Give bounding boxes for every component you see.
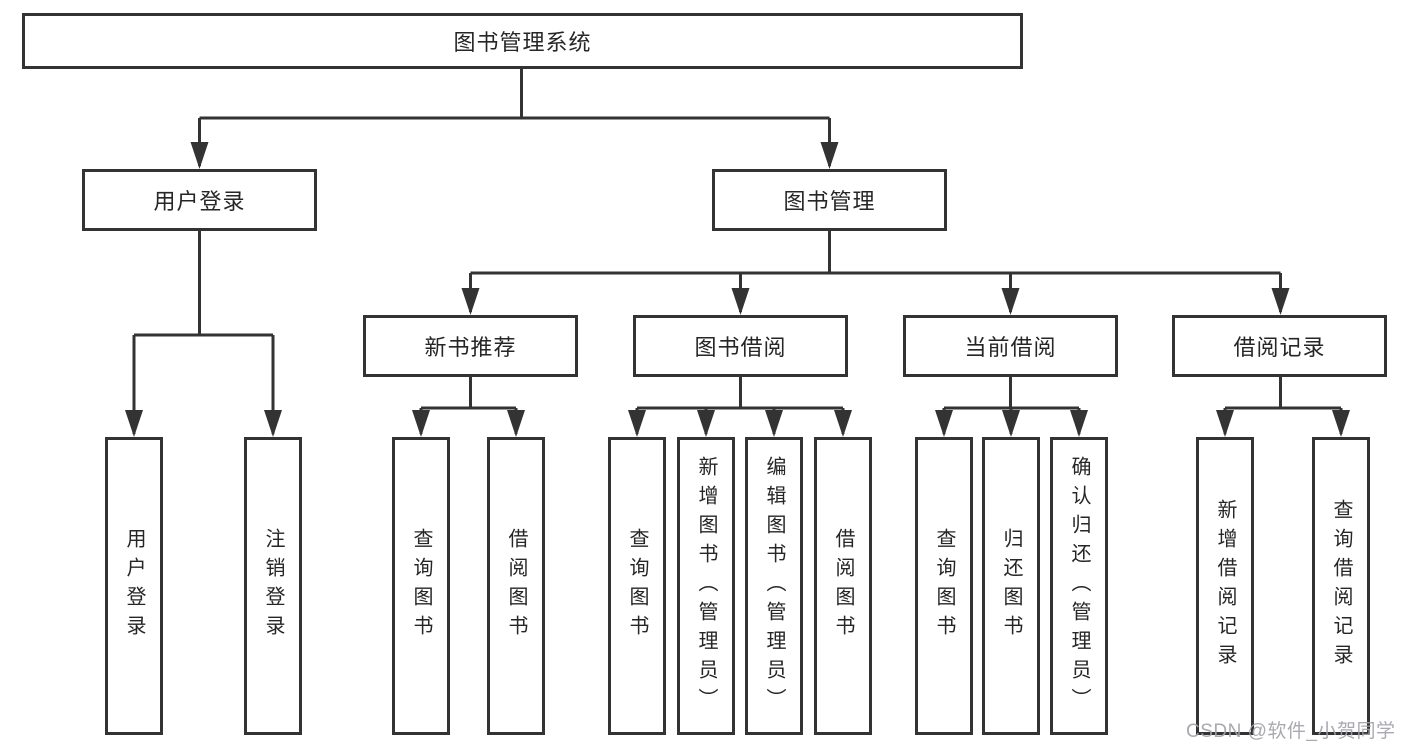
leaf-query-books-borrow: 查询图书 [608, 437, 666, 735]
connector-userlogin-to-leaves [132, 231, 275, 434]
leaf-logout: 注销登录 [244, 437, 302, 735]
arrowhead [1002, 410, 1020, 437]
node-current-borrow: 当前借阅 [903, 315, 1118, 377]
leaf-user-login-label: 用户登录 [123, 528, 145, 644]
arrowhead [1216, 410, 1234, 437]
leaf-query-books-recommend-label: 查询图书 [410, 528, 432, 644]
node-new-book-recommend-label: 新书推荐 [424, 335, 517, 360]
leaf-user-login: 用户登录 [105, 437, 163, 735]
arrowhead [765, 410, 783, 437]
leaf-add-borrow-record-label: 新增借阅记录 [1214, 499, 1236, 673]
node-borrow-records-label: 借阅记录 [1233, 335, 1326, 360]
leaf-confirm-return-admin: 确认归还（管理员） [1050, 437, 1108, 735]
arrowhead [935, 410, 953, 437]
leaf-logout-label: 注销登录 [262, 528, 284, 644]
leaf-borrow-books-recommend-label: 借阅图书 [505, 528, 527, 644]
arrowhead [1332, 410, 1350, 437]
arrowhead [697, 410, 715, 437]
node-book-management-label: 图书管理 [783, 189, 876, 214]
leaf-add-borrow-record: 新增借阅记录 [1196, 437, 1254, 735]
arrowhead [190, 142, 209, 169]
arrowhead [834, 410, 852, 437]
leaf-query-books-borrow-label: 查询图书 [626, 528, 648, 644]
arrowhead [820, 142, 839, 169]
node-user-login-label: 用户登录 [153, 189, 246, 214]
leaf-query-books-current-label: 查询图书 [933, 528, 955, 644]
arrowheads [125, 142, 1350, 437]
leaf-add-books-admin: 新增图书（管理员） [677, 437, 735, 735]
arrowhead [1001, 288, 1020, 315]
node-current-borrow-label: 当前借阅 [964, 335, 1057, 360]
arrowhead [412, 410, 430, 437]
arrowhead [507, 410, 525, 437]
node-book-borrow-label: 图书借阅 [694, 335, 787, 360]
leaf-borrow-books-recommend: 借阅图书 [487, 437, 545, 735]
connector-bookborrow-to-leaves [635, 377, 845, 434]
leaf-edit-books-admin-label: 编辑图书（管理员） [763, 455, 785, 717]
node-user-login: 用户登录 [82, 169, 317, 231]
node-new-book-recommend: 新书推荐 [363, 315, 578, 377]
leaf-query-borrow-record-label: 查询借阅记录 [1330, 499, 1352, 673]
arrowhead [264, 410, 282, 437]
leaf-edit-books-admin: 编辑图书（管理员） [745, 437, 803, 735]
leaf-borrow-books: 借阅图书 [814, 437, 872, 735]
leaf-query-books-recommend: 查询图书 [392, 437, 450, 735]
node-book-borrow: 图书借阅 [633, 315, 848, 377]
connector-root-to-level2 [198, 68, 831, 166]
arrowhead [731, 288, 750, 315]
arrowhead [628, 410, 646, 437]
arrowhead [1070, 410, 1088, 437]
watermark-text: CSDN @软件_小贺同学 [1186, 721, 1396, 742]
leaf-query-books-current: 查询图书 [915, 437, 973, 735]
connector-borrowrecords-to-leaves [1223, 377, 1343, 434]
connector-bookmgmt-to-level3 [469, 231, 1282, 312]
node-borrow-records: 借阅记录 [1172, 315, 1387, 377]
connector-newbookrec-to-leaves [419, 377, 518, 434]
node-root: 图书管理系统 [22, 13, 1023, 69]
node-root-label: 图书管理系统 [453, 30, 592, 55]
node-book-management: 图书管理 [712, 169, 947, 231]
arrowhead [1271, 288, 1290, 315]
arrowhead [461, 288, 480, 315]
leaf-return-books-label: 归还图书 [1000, 528, 1022, 644]
arrowhead [125, 410, 143, 437]
leaf-return-books: 归还图书 [982, 437, 1040, 735]
leaf-query-borrow-record: 查询借阅记录 [1312, 437, 1370, 735]
leaf-confirm-return-admin-label: 确认归还（管理员） [1068, 455, 1090, 717]
leaf-borrow-books-label: 借阅图书 [832, 528, 854, 644]
leaf-add-books-admin-label: 新增图书（管理员） [695, 455, 717, 717]
